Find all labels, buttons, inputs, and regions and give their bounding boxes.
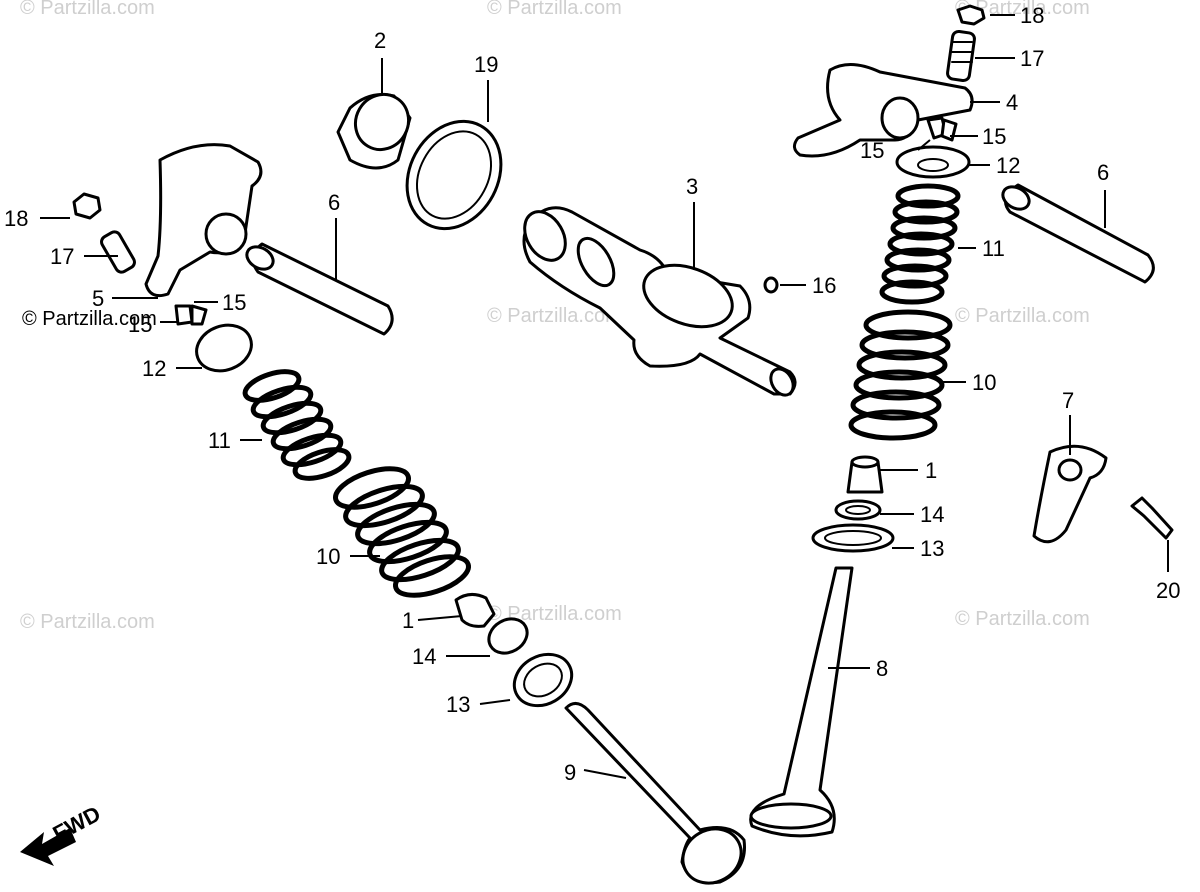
callout-8: 8: [876, 656, 888, 681]
cotter-left-a: [174, 304, 194, 326]
forward-direction-indicator: FWD: [20, 801, 105, 866]
watermark-low-right: © Partzilla.com: [955, 608, 1090, 630]
fwd-label: FWD: [49, 801, 105, 847]
rocker-arm-left: [144, 143, 263, 298]
watermark-top-right: © Partzilla.com: [955, 0, 1090, 19]
callout-14-right: 14: [920, 502, 944, 527]
callout-4: 4: [1006, 90, 1018, 115]
callout-18-left: 18: [4, 206, 28, 231]
callout-2: 2: [374, 28, 386, 53]
callout-6-left: 6: [328, 190, 340, 215]
callout-13-left: 13: [446, 692, 470, 717]
lock-nut-left: [72, 192, 102, 220]
callout-15-left-a: 15: [222, 290, 246, 315]
callout-11-left: 11: [208, 428, 231, 453]
callout-13-right: 13: [920, 536, 944, 561]
rocker-arm-left-bore: [204, 212, 248, 256]
fwd-arrow-icon: [20, 828, 76, 866]
outer-valve-spring-right: [848, 309, 953, 441]
inner-valve-spring-left: [242, 369, 352, 481]
callout-labels: 18 17 4 15 15 12 6 11 10 1 14 13 8 7 20 …: [4, 3, 1180, 785]
dowel-pin: [763, 276, 779, 294]
cotter-left-b: [190, 304, 208, 326]
watermarks: © Partzilla.com © Partzilla.com © Partzi…: [20, 0, 1090, 633]
watermark-mid-center: © Partzilla.com: [487, 305, 622, 327]
callout-12-left: 12: [142, 356, 166, 381]
callout-7: 7: [1062, 388, 1074, 413]
callout-1-right: 1: [925, 458, 937, 483]
spring-seat-right: [834, 499, 882, 521]
callout-9: 9: [564, 760, 576, 785]
callout-17-left: 17: [50, 244, 74, 269]
watermark-low-left: © Partzilla.com: [20, 611, 155, 633]
bolt: [1130, 496, 1174, 540]
callout-12-right: 12: [996, 153, 1020, 178]
watermark-mid-right: © Partzilla.com: [955, 305, 1090, 327]
callout-15-left-b: 15: [128, 312, 152, 337]
callout-17-right: 17: [1020, 46, 1044, 71]
stopper-plate: [1032, 444, 1108, 544]
adjusting-screw-left: [100, 230, 136, 274]
callout-11-right: 11: [982, 236, 1005, 261]
callout-3: 3: [686, 174, 698, 199]
valve-stem-seal-left: [454, 593, 496, 628]
exhaust-valve: [749, 566, 854, 838]
spring-retainer-left: [195, 323, 253, 373]
spring-washer-right: [811, 523, 895, 553]
rocker-arm-right-bore: [880, 96, 920, 140]
spring-retainer-right: [895, 145, 971, 179]
callout-14-left: 14: [412, 644, 436, 669]
callout-10-left: 10: [316, 544, 340, 569]
callout-20: 20: [1156, 578, 1180, 603]
leader-lines: [40, 14, 1169, 779]
watermark-low-center: © Partzilla.com: [487, 603, 622, 625]
inner-valve-spring-right: [879, 183, 961, 305]
watermark-top-center: © Partzilla.com: [487, 0, 622, 19]
callout-16: 16: [812, 273, 836, 298]
callout-6-right: 6: [1097, 160, 1109, 185]
spring-seat-left: [487, 617, 529, 655]
callout-5: 5: [92, 286, 104, 311]
callout-15-right-a: 15: [982, 124, 1006, 149]
watermark-top-left: © Partzilla.com: [20, 0, 155, 19]
watermark-mid-left: © Partzilla.com: [22, 308, 157, 330]
callout-1-left: 1: [402, 608, 414, 633]
outer-valve-spring-left: [333, 466, 471, 598]
callout-10-right: 10: [972, 370, 996, 395]
callout-19: 19: [474, 52, 498, 77]
lock-nut-right: [956, 4, 986, 26]
adjusting-screw-right: [946, 29, 976, 83]
callout-15-right-b: 15: [860, 138, 884, 163]
callout-18-right: 18: [1020, 3, 1044, 28]
